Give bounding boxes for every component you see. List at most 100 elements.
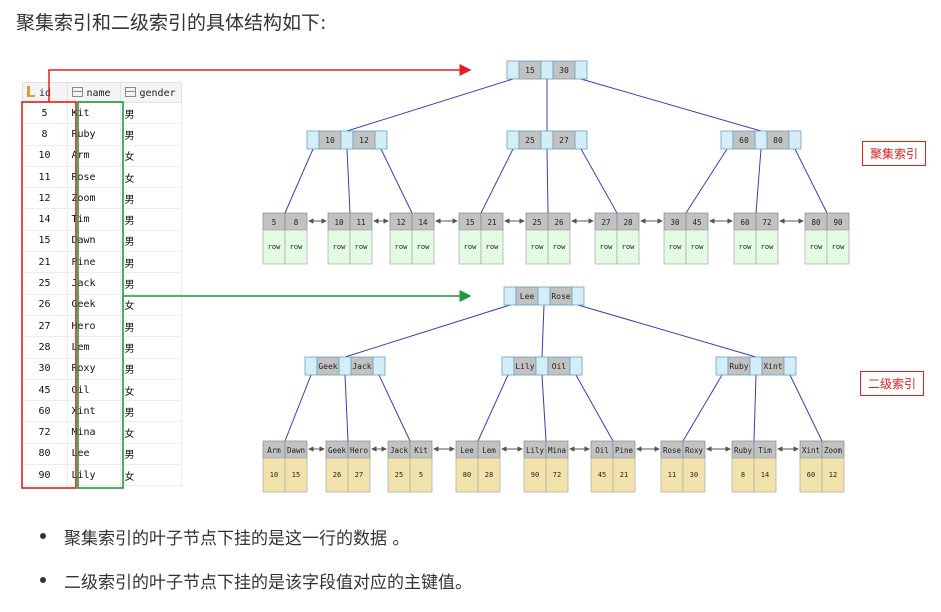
leaf-key: Jack <box>390 446 409 455</box>
cell-name: Arm <box>67 145 121 167</box>
cell-name: Kit <box>67 102 121 125</box>
cell-id: 15 <box>22 230 68 253</box>
cell-name: Xint <box>67 400 121 423</box>
leaf-data: row <box>832 243 845 251</box>
leaf-key: 8 <box>294 218 299 227</box>
leaf-data: row <box>531 243 544 251</box>
node-key: Geek <box>318 362 337 371</box>
leaf-data: 27 <box>355 471 363 479</box>
leaf-data: 30 <box>690 471 698 479</box>
column-gender[interactable]: gender <box>119 82 182 103</box>
cell-gender: 男 <box>120 315 182 338</box>
leaf-data: row <box>417 243 430 251</box>
leaf-key: Kit <box>414 446 428 455</box>
cell-gender: 男 <box>120 272 182 295</box>
leaf-data: 28 <box>485 471 493 479</box>
leaf-data: row <box>761 243 774 251</box>
cell-name: Jack <box>67 272 121 295</box>
leaf-data: row <box>691 243 704 251</box>
cell-gender: 男 <box>120 230 182 253</box>
leaf-data: 80 <box>463 471 471 479</box>
column-icon <box>71 86 83 97</box>
clustered-index-arrow <box>48 64 472 102</box>
leaf-data: row <box>464 243 477 251</box>
leaf-key: 30 <box>670 218 680 227</box>
leaf-data: row <box>553 243 566 251</box>
leaf-data: 12 <box>829 471 837 479</box>
cell-name: Lee <box>67 443 121 466</box>
leaf-data: row <box>355 243 368 251</box>
leaf-key: 21 <box>487 218 496 227</box>
cell-name: Lem <box>67 336 121 359</box>
cell-gender: 男 <box>120 208 182 231</box>
cell-id: 14 <box>22 208 68 231</box>
leaf-key: 14 <box>418 218 428 227</box>
tree-edge <box>789 374 823 442</box>
leaf-data: row <box>486 243 499 251</box>
column-name[interactable]: name <box>66 82 121 103</box>
leaf-key: 28 <box>623 218 633 227</box>
column-id[interactable]: id <box>22 82 68 103</box>
leaf-key: 5 <box>272 218 277 227</box>
cell-id: 80 <box>22 443 68 466</box>
leaf-data: 15 <box>292 471 300 479</box>
cell-name: Mina <box>67 421 121 444</box>
cell-id: 21 <box>22 251 68 274</box>
node-key: 80 <box>773 136 783 145</box>
leaf-data: row <box>600 243 613 251</box>
node-key: 12 <box>359 136 369 145</box>
leaf-key: Pine <box>615 446 634 455</box>
cell-id: 8 <box>22 123 68 146</box>
name-column-highlight <box>77 101 124 489</box>
tree-edge <box>541 374 547 442</box>
node-key: Lily <box>515 362 534 371</box>
leaf-key: 11 <box>356 218 365 227</box>
leaf-data: 25 <box>395 471 403 479</box>
node-key: Jack <box>352 362 371 371</box>
cell-name: Tim <box>67 208 121 231</box>
cell-name: Lily <box>67 464 121 487</box>
leaf-data: 8 <box>741 471 745 479</box>
clustered-index-label: 聚集索引 <box>862 141 927 166</box>
notes-list: 聚集索引的叶子节点下挂的是这一行的数据 。 二级索引的叶子节点下挂的是该字段值对… <box>40 524 472 612</box>
cell-id: 90 <box>22 464 68 487</box>
tree-edge <box>794 148 828 214</box>
cell-id: 27 <box>22 315 68 338</box>
cell-gender: 女 <box>120 145 182 167</box>
cell-name: Hero <box>67 315 121 338</box>
page-heading: 聚集索引和二级索引的具体结构如下: <box>16 12 327 34</box>
node-key: Rose <box>551 292 570 301</box>
